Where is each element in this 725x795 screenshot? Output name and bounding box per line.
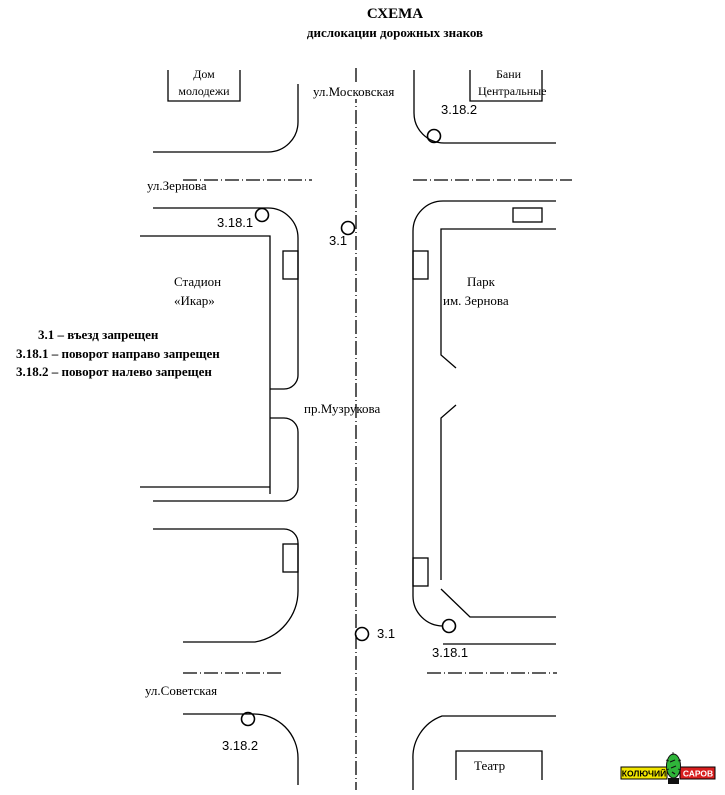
- legend-item-3-18-2: 3.18.2 – поворот налево запрещен: [16, 364, 212, 379]
- logo-left-panel: [620, 766, 668, 780]
- cactus-icon: [665, 752, 682, 784]
- logo-kolyuchiy-sarov: КОЛЮЧИЙ САРОВ: [620, 752, 716, 784]
- sign-3-1-lower-icon: [354, 626, 370, 642]
- kerb-park-outer: [412, 200, 556, 627]
- street-label-zernova: ул.Зернова: [147, 178, 207, 193]
- building-dom-molodezhi-outline: [167, 70, 241, 102]
- sign-3-18-2-top-icon: [426, 128, 442, 144]
- street-label-sovetskaya: ул.Советская: [145, 683, 218, 698]
- logo-left-text: КОЛЮЧИЙ: [622, 768, 666, 779]
- building-dom-molodezhi-line-1: Дом: [193, 67, 215, 81]
- kerb-stadium-lower: [153, 417, 299, 502]
- bus-stop-left-1: [282, 250, 299, 280]
- logo-graphic: КОЛЮЧИЙ САРОВ: [620, 752, 716, 784]
- building-stadion-line-1: Стадион: [174, 274, 222, 289]
- kerb-top-right: [413, 70, 556, 144]
- kerb-park-inner: [440, 228, 556, 618]
- building-dom-molodezhi-line-2: молодежи: [178, 84, 230, 98]
- bus-stop-right-1: [512, 207, 543, 223]
- building-park: Парк им. Зернова: [443, 272, 509, 310]
- bus-stop-left-2: [282, 543, 299, 573]
- building-stadion: Стадион «Икар»: [174, 272, 221, 310]
- sign-label-3-18-2-bottom: 3.18.2: [222, 738, 259, 753]
- sign-3-18-2-bottom-icon: [240, 711, 256, 727]
- sign-label-3-1-upper: 3.1: [329, 233, 348, 248]
- building-park-line-1: Парк: [467, 274, 495, 289]
- scheme-title: СХЕМА: [366, 6, 424, 22]
- sign-3-1-upper-icon: [340, 220, 356, 236]
- sign-label-3-18-1-lower-right: 3.18.1: [432, 645, 469, 660]
- building-bani-line-2: Центральные: [478, 84, 547, 98]
- kerb-bottom-right: [412, 715, 556, 790]
- sign-label-3-18-1-upper-left: 3.18.1: [217, 215, 254, 230]
- sign-3-18-1-upper-left-icon: [254, 207, 270, 223]
- sign-label-3-1-lower: 3.1: [377, 626, 396, 641]
- building-stadion-line-2: «Икар»: [174, 293, 215, 308]
- kerb-stadium-outer: [153, 207, 299, 390]
- kerb-top-left: [153, 84, 299, 153]
- logo-right-panel: [679, 766, 716, 780]
- street-label-moskovskaya: ул.Московская: [313, 84, 395, 99]
- sign-label-3-18-2-top: 3.18.2: [441, 102, 478, 117]
- building-bani: Бани Центральные: [470, 66, 554, 100]
- building-dom-molodezhi: Дом молодежи: [168, 66, 240, 100]
- legend-item-3-1: 3.1 – въезд запрещен: [38, 327, 159, 342]
- street-label-muzrukova: пр.Музрукова: [304, 401, 381, 416]
- sign-3-18-1-lower-right-icon: [441, 618, 457, 634]
- kerb-stadium-inner: [140, 235, 271, 494]
- logo-right-text: САРОВ: [683, 769, 713, 779]
- bus-stop-right-3: [412, 557, 429, 587]
- building-bani-line-1: Бани: [496, 67, 522, 81]
- legend-item-3-18-1: 3.18.1 – поворот направо запрещен: [16, 346, 220, 361]
- building-bani-outline: [469, 70, 543, 102]
- scheme-subtitle: дислокации дорожных знаков: [306, 25, 484, 40]
- kerb-bottom-left: [183, 713, 299, 785]
- kerb-left-middle-block: [153, 528, 299, 643]
- building-teatr-outline: [455, 750, 543, 780]
- building-park-line-2: им. Зернова: [443, 293, 509, 308]
- bus-stop-right-2: [412, 250, 429, 280]
- building-teatr: Театр: [474, 758, 506, 773]
